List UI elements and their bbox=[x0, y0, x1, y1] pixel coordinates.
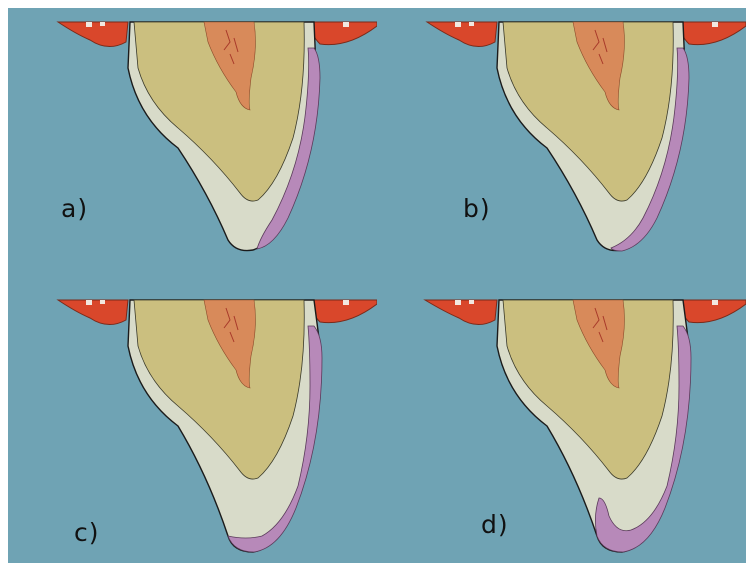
gingiva-left bbox=[427, 22, 497, 47]
gingiva-right bbox=[679, 300, 746, 323]
gingiva-left bbox=[425, 300, 497, 325]
panel-a: a) bbox=[8, 8, 377, 285]
gingiva-right bbox=[310, 22, 377, 45]
panel-label-c: c) bbox=[74, 518, 100, 547]
panel-b: b) bbox=[377, 8, 746, 285]
panel-label-d: d) bbox=[481, 510, 509, 539]
tooth-diagram-b bbox=[377, 8, 746, 285]
gingiva-right bbox=[679, 22, 746, 45]
tooth-diagram-d bbox=[377, 286, 746, 563]
gingiva-left bbox=[58, 300, 128, 325]
tooth-diagram-c bbox=[8, 286, 377, 563]
gingiva-right bbox=[310, 300, 377, 323]
gingiva-left bbox=[58, 22, 128, 47]
panel-label-a: a) bbox=[61, 194, 88, 223]
tooth-diagram-a bbox=[8, 8, 377, 285]
panel-c: c) bbox=[8, 286, 377, 563]
panel-d: d) bbox=[377, 286, 746, 563]
diagram-board: a) b) bbox=[8, 8, 746, 563]
panel-label-b: b) bbox=[463, 194, 491, 223]
